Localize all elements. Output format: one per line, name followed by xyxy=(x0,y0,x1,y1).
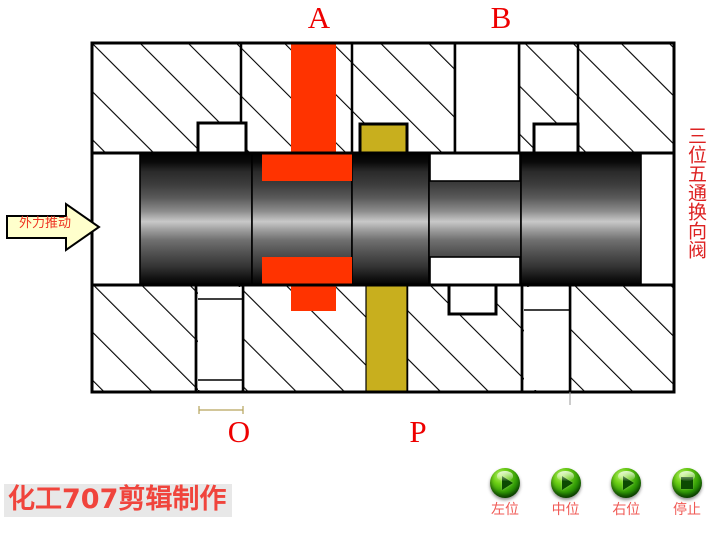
control-label-left-position: 左位 xyxy=(491,502,519,518)
control-label-right-position: 右位 xyxy=(612,502,641,518)
control-button-middle-position[interactable]: 中位 xyxy=(539,468,593,517)
port-label-o: O xyxy=(227,414,251,449)
play-icon xyxy=(490,468,520,498)
valve-body-outline xyxy=(90,41,676,394)
external-force-arrow: 外力推动 xyxy=(4,199,102,255)
dimension-tick-o xyxy=(198,406,244,414)
valve-type-caption: 三位五通换向阀 xyxy=(685,126,706,259)
green-orb[interactable] xyxy=(490,468,520,498)
port-label-b: B xyxy=(490,0,512,35)
valve-spool xyxy=(139,152,642,286)
control-button-stop[interactable]: 停止 xyxy=(660,468,714,517)
external-force-label: 外力推动 xyxy=(18,216,71,231)
play-icon xyxy=(551,468,581,498)
play-icon xyxy=(611,468,641,498)
control-label-middle-position: 中位 xyxy=(551,502,580,518)
green-orb[interactable] xyxy=(550,468,581,498)
arrow-right-icon xyxy=(6,202,101,252)
control-label-stop: 停止 xyxy=(672,502,701,518)
port-label-p: P xyxy=(409,414,427,449)
control-button-left-position[interactable]: 左位 xyxy=(478,468,532,517)
stop-icon xyxy=(672,468,702,498)
green-orb[interactable] xyxy=(671,468,702,498)
watermark-credit: 化工707剪辑制作 xyxy=(4,484,233,518)
control-button-bar: 左位 中位 右位 停止 xyxy=(478,468,714,538)
port-label-a: A xyxy=(307,0,331,35)
control-button-right-position[interactable]: 右位 xyxy=(599,468,653,517)
port-p-flow-channel xyxy=(365,285,408,392)
green-orb[interactable] xyxy=(611,468,642,498)
